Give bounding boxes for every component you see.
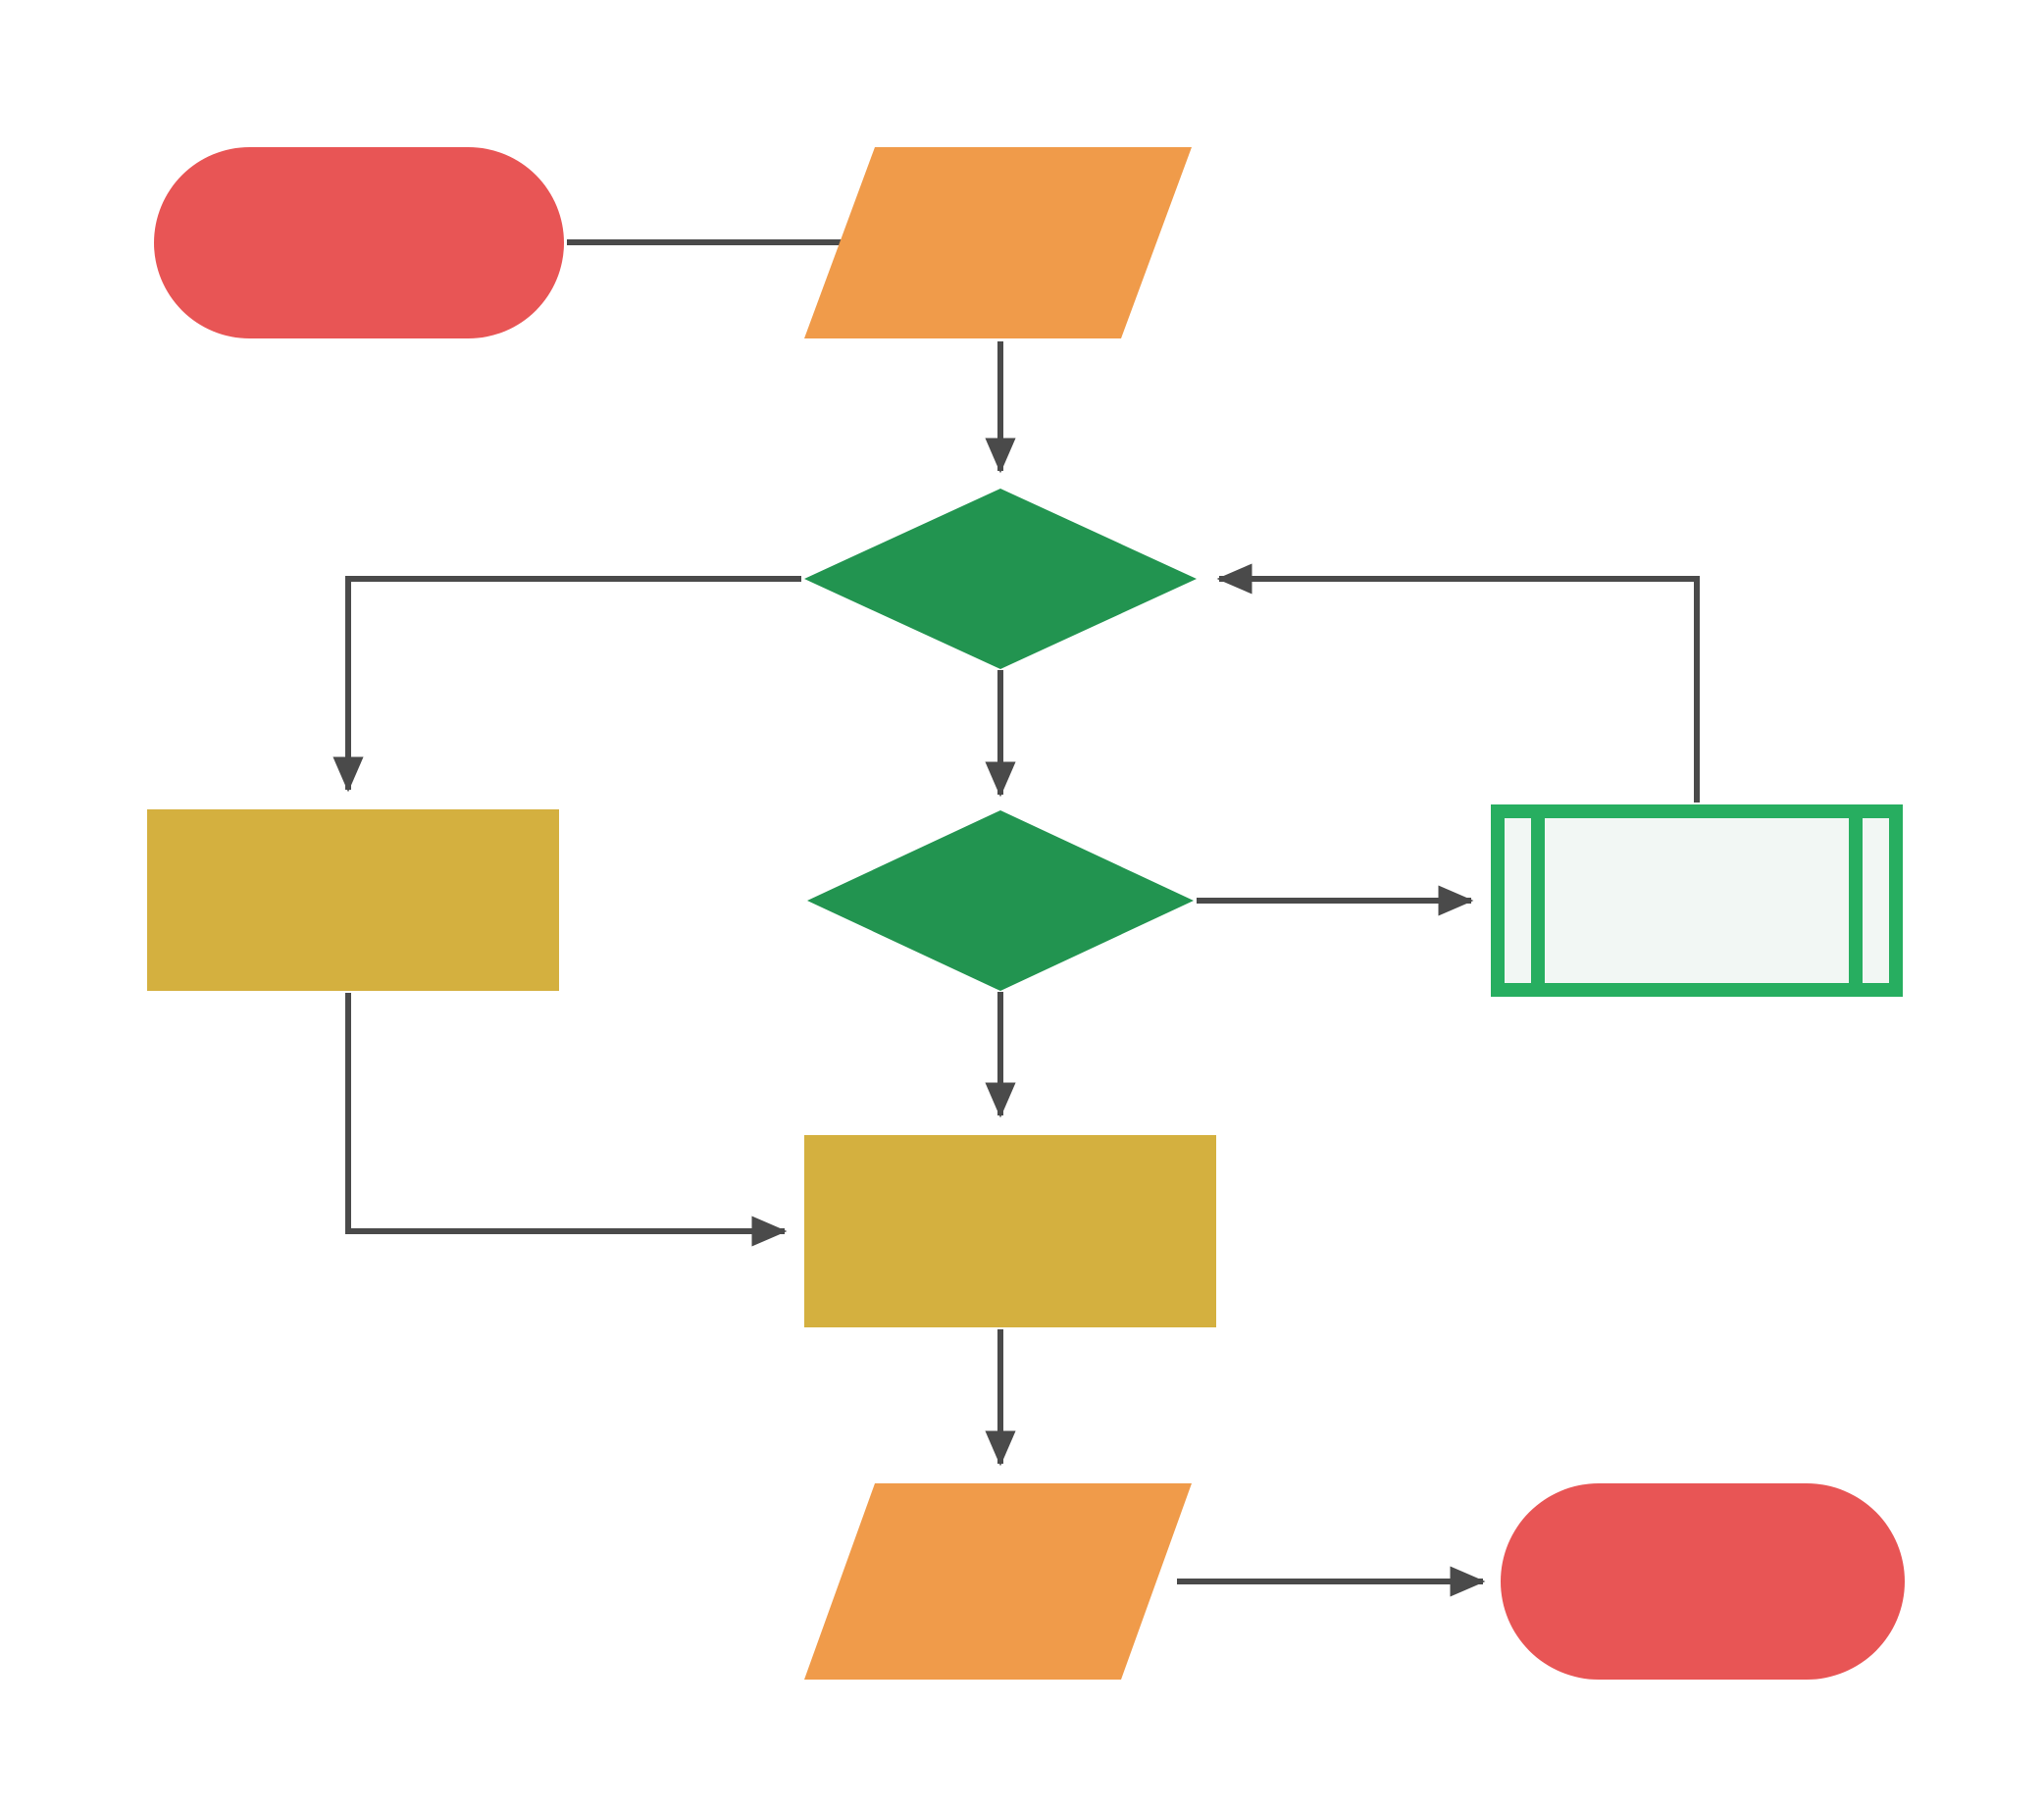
edge-process1-to-process2 [345,993,788,1247]
rectangle-shape[interactable] [147,809,559,991]
rectangle-shape[interactable] [804,1135,1216,1327]
node-process-one[interactable] [147,809,559,991]
parallelogram-shape[interactable] [804,147,1192,338]
stadium-shape[interactable] [154,147,564,338]
node-subroutine[interactable] [1491,804,1903,997]
node-output-parallelogram[interactable] [804,1483,1192,1680]
diamond-shape[interactable] [807,810,1194,991]
node-start-terminator[interactable] [154,147,564,338]
nodes-layer [147,147,1905,1680]
predefined-process-shape[interactable] [1491,804,1903,997]
node-decision-one[interactable] [804,489,1197,669]
node-decision-two[interactable] [807,810,1194,991]
edge-subroutine-to-decision1-loopback [1216,563,1700,803]
stadium-shape[interactable] [1501,1483,1905,1680]
diamond-shape[interactable] [804,489,1197,669]
node-end-terminator[interactable] [1501,1483,1905,1680]
edge-decision1-to-process1 [332,576,801,793]
node-input-parallelogram[interactable] [804,147,1192,338]
node-process-two[interactable] [804,1135,1216,1327]
parallelogram-shape[interactable] [804,1483,1192,1680]
